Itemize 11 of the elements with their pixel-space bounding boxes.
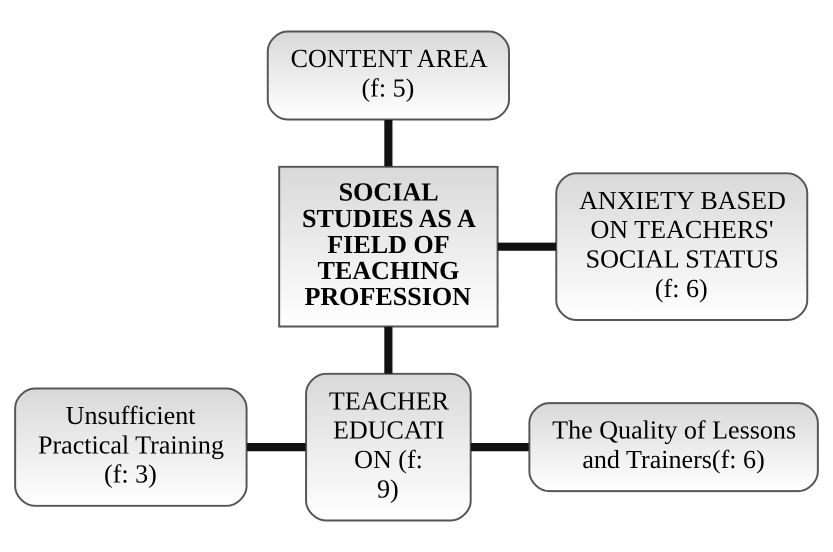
connector [384, 326, 392, 374]
node-box: SOCIAL STUDIES AS A FIELD OF TEACHING PROFESSION [278, 166, 499, 328]
node-box: TEACHER EDUCATI ON (f: 9) [305, 372, 472, 522]
node-box: The Quality of Lessons and Trainers(f: 6) [528, 402, 819, 492]
node-box: ANXIETY BASED ON TEACHERS' SOCIAL STATUS (f: 6) [555, 172, 808, 321]
connector [498, 242, 556, 251]
connector [470, 443, 529, 452]
node-box: CONTENT AREA (f: 5) [266, 30, 510, 120]
connector [247, 443, 306, 452]
connector [384, 120, 392, 166]
node-box: Unsufficient Practical Training (f: 3) [14, 387, 248, 507]
